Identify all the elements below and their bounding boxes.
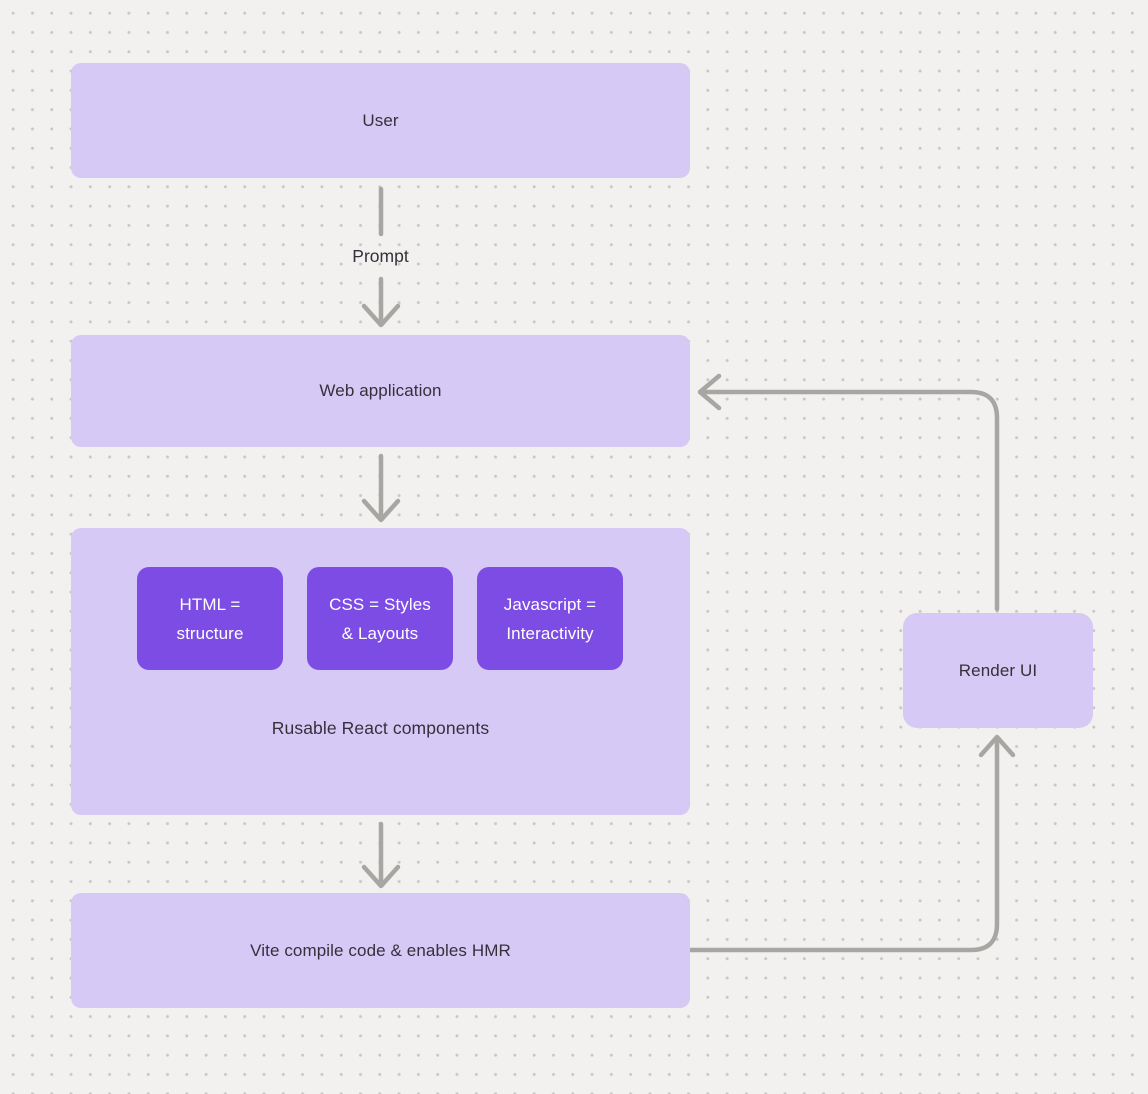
chip-html[interactable]: HTML = structure (137, 567, 283, 670)
arrowhead-down-icon (361, 864, 401, 889)
node-render-ui[interactable]: Render UI (903, 613, 1093, 728)
connector-renderui-to-webapp (697, 373, 1000, 612)
chip-css-label: CSS = Styles & Layouts (329, 594, 431, 643)
arrowhead-down-icon (361, 498, 401, 523)
connector-vite-to-renderui (688, 734, 1016, 953)
node-web-application[interactable]: Web application (71, 335, 690, 447)
node-render-ui-label: Render UI (958, 660, 1038, 680)
arrowhead-left-icon (697, 373, 722, 411)
edge-label-prompt: Prompt (352, 246, 409, 266)
node-components-container[interactable]: HTML = structure CSS = Styles & Layouts … (71, 528, 690, 815)
components-caption: Rusable React components (271, 718, 490, 738)
node-user[interactable]: User (71, 63, 690, 178)
chip-html-label: HTML = structure (176, 594, 244, 643)
chip-javascript[interactable]: Javascript = Interactivity (477, 567, 623, 670)
chip-css[interactable]: CSS = Styles & Layouts (307, 567, 453, 670)
node-vite-label: Vite compile code & enables HMR (250, 940, 511, 960)
node-vite[interactable]: Vite compile code & enables HMR (71, 893, 690, 1008)
components-chip-row: HTML = structure CSS = Styles & Layouts … (137, 567, 623, 670)
arrowhead-up-icon (978, 734, 1016, 758)
arrow-shaft (703, 389, 1000, 612)
node-web-application-label: Web application (319, 381, 442, 400)
node-user-label: User (362, 110, 399, 130)
chip-javascript-label: Javascript = Interactivity (503, 594, 597, 643)
arrow-shaft (688, 739, 1000, 953)
arrow-webapp-to-components (361, 453, 401, 523)
arrowhead-down-icon (361, 303, 401, 328)
arrow-components-to-vite (361, 821, 401, 889)
